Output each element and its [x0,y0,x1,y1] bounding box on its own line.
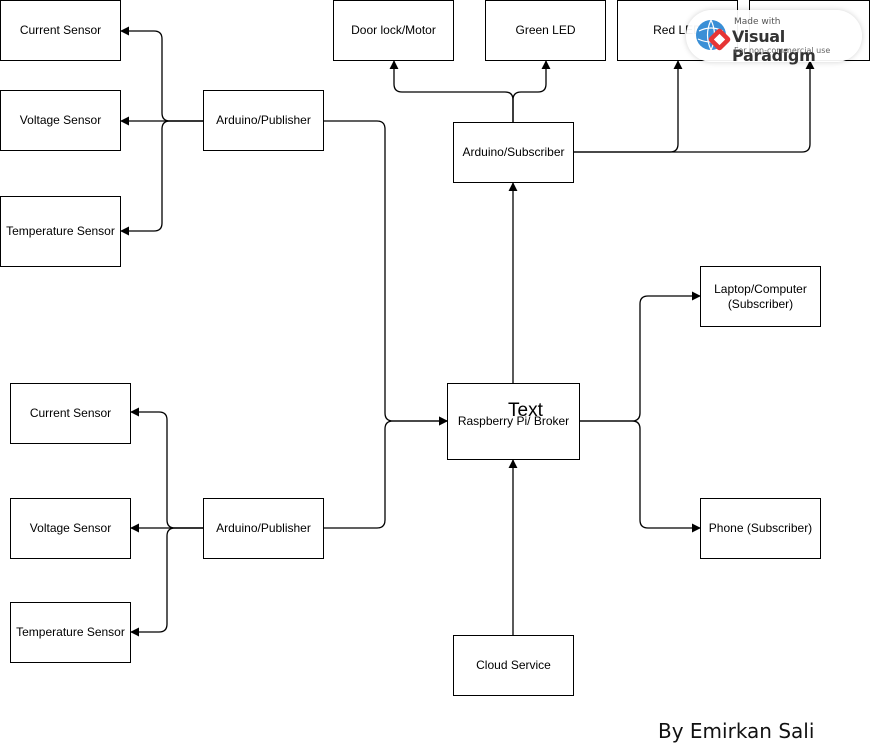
edge-publisher2-temperature-sensor [130,527,203,637]
brand-label: Visual Paradigm [732,27,816,65]
voltage-sensor-box[interactable]: Voltage Sensor [0,90,121,151]
edge-publisher2-broker [323,416,448,529]
arduino-publisher-box[interactable]: Arduino/Publisher [203,498,324,559]
visual-paradigm-watermark: Made with Visual Paradigm For non-commer… [686,10,862,65]
green-led-box[interactable]: Green LED [485,0,606,61]
temperature-sensor-box[interactable]: Temperature Sensor [10,602,131,663]
broker-box[interactable]: Raspberry Pi/ Broker [447,383,580,460]
cloud-service-box[interactable]: Cloud Service [453,635,574,696]
edge-subscriber-green-led [512,60,551,123]
edge-subscriber-red-led [573,60,683,153]
current-sensor-box[interactable]: Current Sensor [10,383,131,444]
edge-broker-phone [579,420,701,533]
made-with-label: Made with [734,17,781,27]
edge-broker-laptop [579,291,701,422]
edge-publisher1-broker [323,120,448,426]
arduino-subscriber-box[interactable]: Arduino/Subscriber [453,122,574,183]
arduino-publisher-box[interactable]: Arduino/Publisher [203,90,324,151]
author-credit: By Emirkan Sali [658,719,815,743]
current-sensor-box[interactable]: Current Sensor [0,0,121,61]
edge-publisher1-current-sensor [120,26,203,122]
door-lock-motor-box[interactable]: Door lock/Motor [333,0,454,61]
edge-publisher2-current-sensor [130,407,203,529]
laptop-subscriber-box[interactable]: Laptop/Computer (Subscriber) [700,266,821,327]
edge-subscriber-extra [573,60,815,153]
license-note-label: For non-commercial use [734,46,831,55]
edge-publisher1-temperature-sensor [120,120,203,236]
overlay-text-label[interactable]: Text [508,400,543,421]
visual-paradigm-logo-icon [696,19,731,51]
voltage-sensor-box[interactable]: Voltage Sensor [10,498,131,559]
edge-subscriber-door-lock [389,60,514,123]
phone-subscriber-box[interactable]: Phone (Subscriber) [700,498,821,559]
temperature-sensor-box[interactable]: Temperature Sensor [0,196,121,267]
